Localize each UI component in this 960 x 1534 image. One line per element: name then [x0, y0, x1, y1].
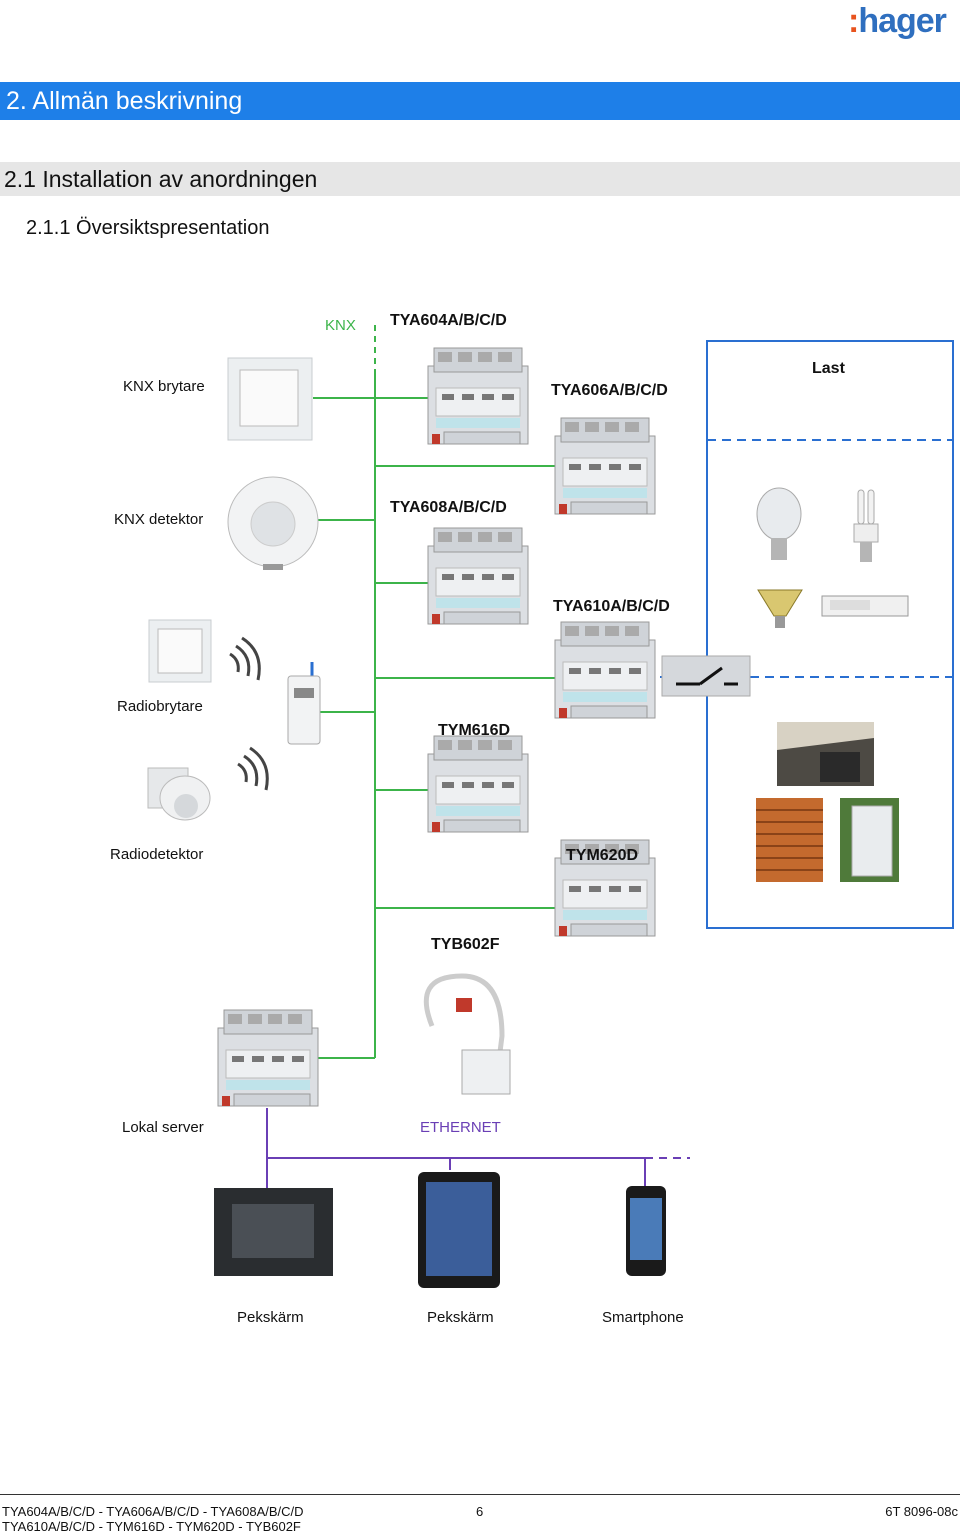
- radio-receiver-icon: [287, 662, 321, 745]
- radio-wave-icon: [229, 636, 269, 791]
- radio-detector-label: Radiodetektor: [110, 846, 204, 863]
- touch-panel-icon: [214, 1188, 333, 1276]
- tya606-module: [554, 417, 656, 515]
- tya604-label: TYA604A/B/C/D: [390, 312, 507, 329]
- knx-switch-icon: [227, 357, 313, 441]
- knx-detector-icon: [227, 476, 319, 570]
- halogen-spot-icon: [757, 589, 803, 628]
- tya604-module: [427, 347, 529, 445]
- tablet-icon: [418, 1172, 500, 1288]
- local-server-module: [217, 1009, 319, 1107]
- radio-switch-icon: [148, 619, 212, 683]
- tyb602-label: TYB602F: [431, 936, 500, 953]
- footer-products-line1: TYA604A/B/C/D - TYA606A/B/C/D - TYA608A/…: [2, 1504, 304, 1519]
- knx-bus-lines: [313, 325, 555, 1059]
- cfl-bulb-icon: [853, 489, 879, 562]
- client-label-smartphone: Smartphone: [602, 1309, 684, 1326]
- footer-products-line2: TYA610A/B/C/D - TYM616D - TYM620D - TYB6…: [2, 1519, 301, 1534]
- ethernet-lines: [266, 1108, 690, 1188]
- radio-detector-icon: [147, 767, 211, 821]
- section-heading: 2. Allmän beskrivning: [0, 82, 960, 120]
- tym616-module: [427, 735, 529, 833]
- subsection-heading: 2.1 Installation av anordningen: [0, 162, 960, 196]
- document-number: 6T 8096-08c: [885, 1504, 958, 1519]
- tya610-module: [554, 621, 656, 719]
- incandescent-bulb-icon: [756, 487, 802, 560]
- knx-bus-label: KNX: [325, 317, 356, 334]
- local-server-label: Lokal server: [122, 1119, 204, 1136]
- knx-detector-label: KNX detektor: [114, 511, 204, 528]
- relay-contact-icon: [661, 655, 751, 697]
- tya608-module: [427, 527, 529, 625]
- tym616-label: TYM616D: [438, 722, 511, 739]
- awning-photo: [777, 722, 874, 786]
- client-label-touch-panel: Pekskärm: [237, 1309, 304, 1326]
- venetian-blind-photo: [756, 798, 823, 882]
- page-number: 6: [476, 1504, 484, 1519]
- tya610-label: TYA610A/B/C/D: [553, 598, 670, 615]
- tym620-label: TYM620D: [566, 847, 639, 864]
- radio-switch-label: Radiobrytare: [117, 698, 203, 715]
- roller-shutter-photo: [840, 798, 899, 882]
- transformer-icon: [821, 595, 909, 617]
- subsubsection-heading: 2.1.1 Översiktspresentation: [26, 217, 270, 239]
- client-label-tablet: Pekskärm: [427, 1309, 494, 1326]
- hager-logo: :hager: [848, 2, 947, 40]
- tyb602-controller-icon: [423, 973, 511, 1095]
- page-footer: TYA604A/B/C/D - TYA606A/B/C/D - TYA608A/…: [0, 1494, 960, 1534]
- tya608-label: TYA608A/B/C/D: [390, 499, 507, 516]
- tya606-label: TYA606A/B/C/D: [551, 382, 668, 399]
- ethernet-label: ETHERNET: [420, 1119, 501, 1136]
- knx-switch-label: KNX brytare: [123, 378, 205, 395]
- load-label: Last: [812, 360, 845, 377]
- smartphone-icon: [626, 1186, 666, 1276]
